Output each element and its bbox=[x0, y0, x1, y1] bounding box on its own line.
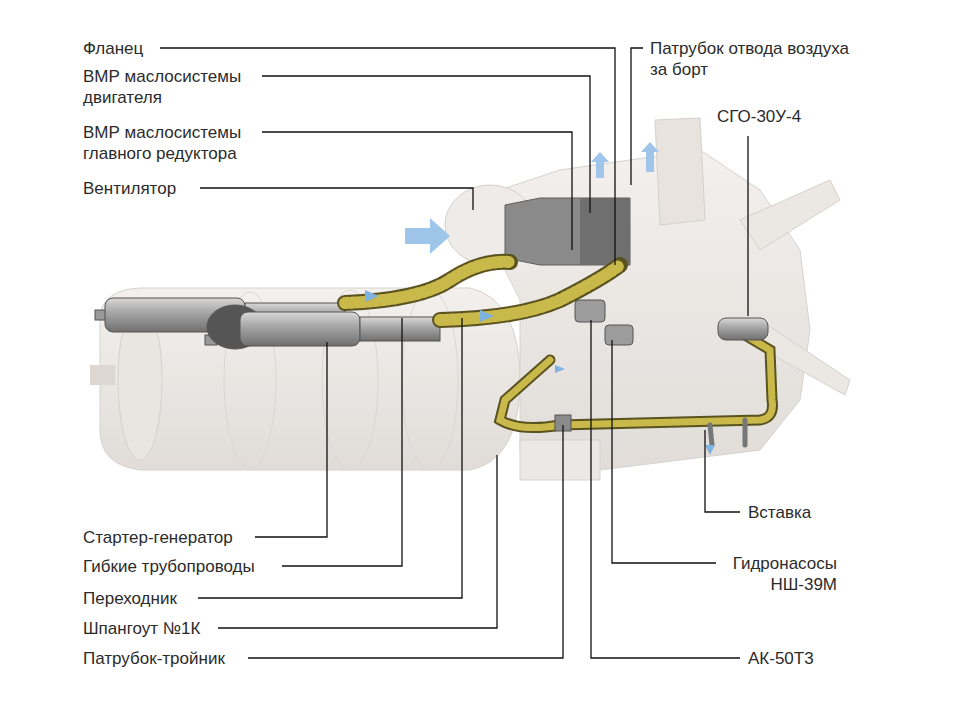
part-label: Стартер-генератор bbox=[83, 527, 283, 548]
part-label: АК-50Т3 bbox=[748, 648, 898, 669]
part-label: Гидронасосы НШ-39М bbox=[715, 553, 837, 595]
part-label: Патрубок-тройник bbox=[83, 648, 283, 669]
part-label: СГО-30У-4 bbox=[717, 106, 917, 127]
part-label: Переходник bbox=[83, 588, 283, 609]
part-label: ВМР маслосистемы главного редуктора bbox=[83, 122, 263, 164]
part-label: Патрубок отвода воздуха за борт bbox=[650, 38, 850, 80]
part-label: ВМР маслосистемы двигателя bbox=[83, 66, 255, 108]
part-label: Вставка bbox=[748, 502, 898, 523]
part-label: Вентилятор bbox=[83, 178, 283, 199]
part-label: Гибкие трубопроводы bbox=[83, 556, 303, 577]
part-label: Фланец bbox=[83, 38, 283, 59]
part-label: Шпангоут №1К bbox=[83, 618, 283, 639]
